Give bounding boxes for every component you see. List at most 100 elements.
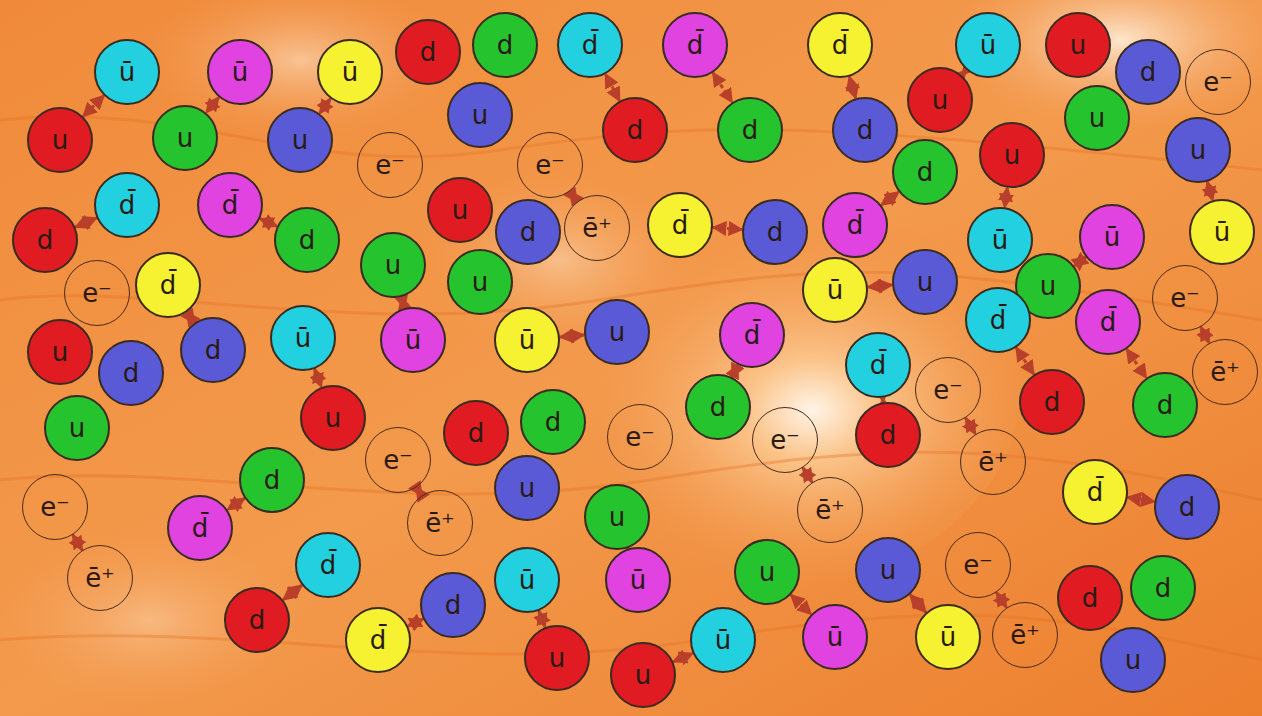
lepton-circle: ē⁺ xyxy=(564,195,630,261)
particle-symbol: d̄ xyxy=(160,272,177,298)
particle-symbol: u xyxy=(1089,105,1105,131)
particle-symbol: u xyxy=(1070,32,1086,58)
particle-symbol: d xyxy=(37,227,54,253)
blue-quark: u xyxy=(1165,117,1231,183)
particle-symbol: d xyxy=(1140,59,1157,85)
green-quark: d xyxy=(239,447,305,513)
gluon-link xyxy=(732,365,738,377)
cyan-antiquark: d̄ xyxy=(965,287,1031,353)
lepton-circle: e⁻ xyxy=(752,407,818,473)
particle-symbol: ū xyxy=(232,59,248,85)
gluon-link xyxy=(881,192,898,205)
gluon-link xyxy=(910,595,926,613)
gluon-link xyxy=(416,487,421,495)
gluon-link xyxy=(73,535,83,550)
particle-symbol: d xyxy=(264,467,281,493)
magenta-antiquark: ū xyxy=(207,39,273,105)
particle-symbol: d xyxy=(445,592,462,618)
particle-symbol: d̄ xyxy=(119,192,136,218)
cyan-antiquark: ū xyxy=(690,607,756,673)
lepton-circle: ē⁺ xyxy=(960,429,1026,495)
particle-symbol: d xyxy=(468,420,485,446)
particle-symbol: ū xyxy=(940,624,956,650)
red-quark: d xyxy=(1057,565,1123,631)
particle-symbol: e⁻ xyxy=(770,427,800,453)
green-quark: d xyxy=(892,139,958,205)
particle-symbol: ū xyxy=(715,627,731,653)
cyan-antiquark: d̄ xyxy=(94,172,160,238)
particle-symbol: e⁻ xyxy=(625,424,655,450)
particle-symbol: u xyxy=(635,662,651,688)
gluon-link xyxy=(570,191,578,201)
gluon-link xyxy=(1016,348,1034,375)
particle-symbol: u xyxy=(472,269,488,295)
gluon-link xyxy=(283,585,302,600)
gluon-link xyxy=(1207,182,1212,201)
particle-symbol: ū xyxy=(980,32,996,58)
gluon-link xyxy=(713,227,742,229)
gluon-link xyxy=(803,468,812,482)
green-quark: u xyxy=(44,395,110,461)
particle-symbol: d xyxy=(742,117,759,143)
particle-symbol: u xyxy=(292,127,308,153)
particle-symbol: ē⁺ xyxy=(425,510,455,536)
gluon-link xyxy=(1127,349,1147,378)
lepton-circle: ē⁺ xyxy=(407,490,473,556)
magenta-antiquark: d̄ xyxy=(197,172,263,238)
lepton-circle: e⁻ xyxy=(64,260,130,326)
gluon-link xyxy=(965,418,975,434)
particle-symbol: u xyxy=(472,102,488,128)
yellow-antiquark: d̄ xyxy=(647,192,713,258)
green-quark: u xyxy=(734,539,800,605)
red-quark: d xyxy=(855,402,921,468)
green-quark: d xyxy=(274,207,340,273)
blue-quark: u xyxy=(892,249,958,315)
particle-symbol: d̄ xyxy=(672,212,689,238)
green-quark: d xyxy=(472,12,538,78)
particle-symbol: u xyxy=(519,475,535,501)
gluon-link xyxy=(206,97,219,112)
particle-symbol: d xyxy=(205,337,222,363)
particle-symbol: d̄ xyxy=(687,32,704,58)
blue-quark: u xyxy=(1100,627,1166,693)
blue-quark: u xyxy=(447,82,513,148)
blue-quark: u xyxy=(494,455,560,521)
particle-symbol: d xyxy=(627,117,644,143)
yellow-antiquark: ū xyxy=(802,257,868,323)
particle-symbol: e⁻ xyxy=(82,280,112,306)
particle-symbol: u xyxy=(52,127,68,153)
particle-symbol: d xyxy=(497,32,514,58)
gluon-link xyxy=(75,218,96,227)
particle-symbol: u xyxy=(932,87,948,113)
particle-symbol: ū xyxy=(992,227,1008,253)
particle-symbol: u xyxy=(52,339,68,365)
gluon-link xyxy=(713,73,732,103)
lepton-circle: e⁻ xyxy=(1185,49,1251,115)
green-quark: u xyxy=(447,249,513,315)
lepton-circle: e⁻ xyxy=(517,132,583,198)
particle-symbol: d xyxy=(420,39,437,65)
magenta-antiquark: d̄ xyxy=(662,12,728,78)
particle-symbol: d̄ xyxy=(832,32,849,58)
particle-symbol: d̄ xyxy=(1100,309,1117,335)
particle-symbol: d̄ xyxy=(847,212,864,238)
gluon-link xyxy=(320,99,331,114)
green-quark: u xyxy=(152,105,218,171)
particle-symbol: ē⁺ xyxy=(582,215,612,241)
green-quark: d xyxy=(1132,372,1198,438)
particle-symbol: d xyxy=(917,159,934,185)
cyan-antiquark: d̄ xyxy=(557,12,623,78)
magenta-antiquark: d̄ xyxy=(719,302,785,368)
red-quark: u xyxy=(979,122,1045,188)
green-quark: d xyxy=(1130,555,1196,621)
gluon-link xyxy=(315,369,322,387)
magenta-antiquark: d̄ xyxy=(167,495,233,561)
particle-symbol: d̄ xyxy=(222,192,239,218)
particle-symbol: d xyxy=(1157,392,1174,418)
yellow-antiquark: ū xyxy=(317,39,383,105)
gluon-link xyxy=(539,611,545,627)
particle-symbol: u xyxy=(1125,647,1141,673)
particle-symbol: ū xyxy=(295,325,311,351)
particle-symbol: d xyxy=(1082,585,1099,611)
